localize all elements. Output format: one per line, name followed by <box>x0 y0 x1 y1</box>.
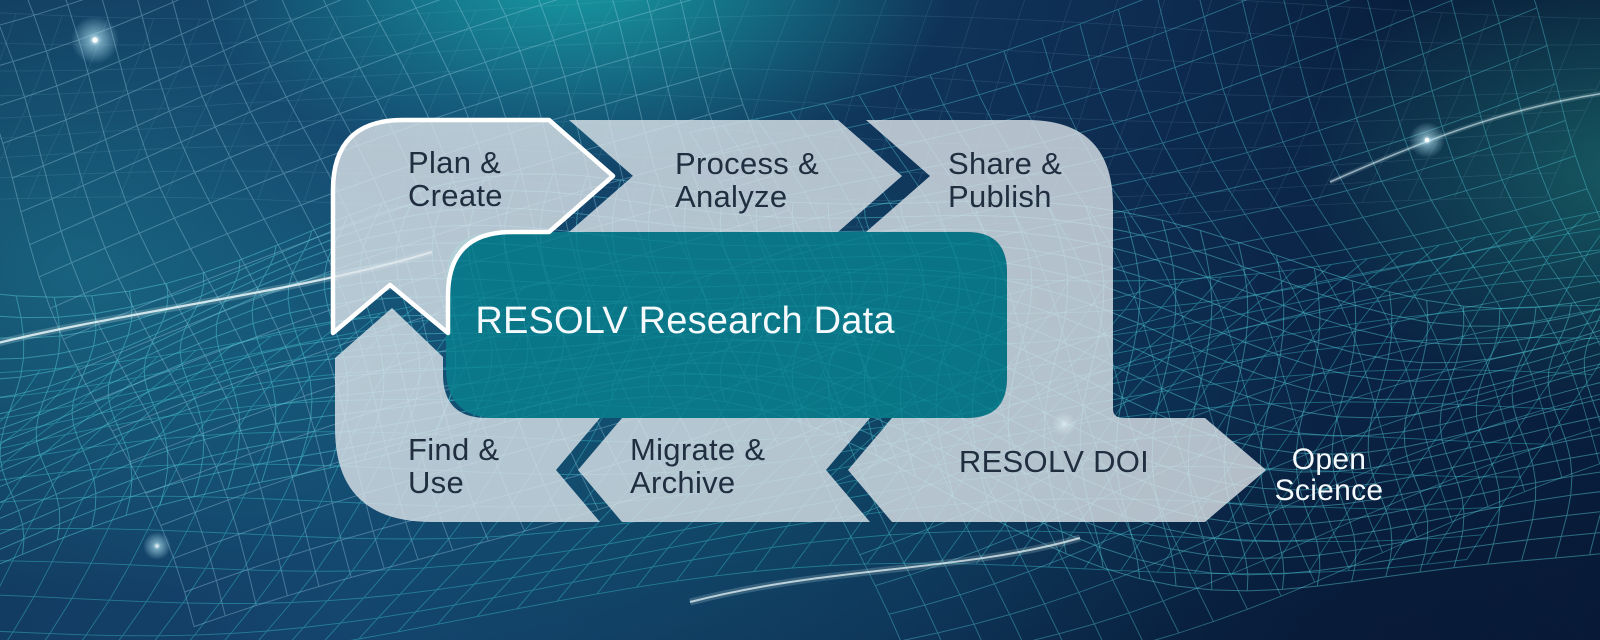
migrate-archive-arrow-band <box>578 418 870 522</box>
share-publish-label: Share & Publish <box>948 146 1063 214</box>
plan-create-label: Plan & Create <box>408 145 503 213</box>
share-publish-doi-band <box>848 120 1266 522</box>
find-use-band <box>335 308 600 522</box>
research-data-title: RESOLV Research Data <box>475 300 895 342</box>
research-data-panel <box>446 232 1007 418</box>
open-science-label: Open Science <box>1274 443 1384 507</box>
sparkle-glow <box>143 532 171 560</box>
resolv-doi-label: RESOLV DOI <box>958 444 1150 479</box>
process-analyze-label: Process & Analyze <box>675 146 819 214</box>
migrate-archive-label: Migrate & Archive <box>630 432 766 500</box>
process-analyze-arrow-band <box>569 120 902 232</box>
find-use-label: Find & Use <box>408 432 500 500</box>
plan-create-ribbon <box>330 117 616 336</box>
